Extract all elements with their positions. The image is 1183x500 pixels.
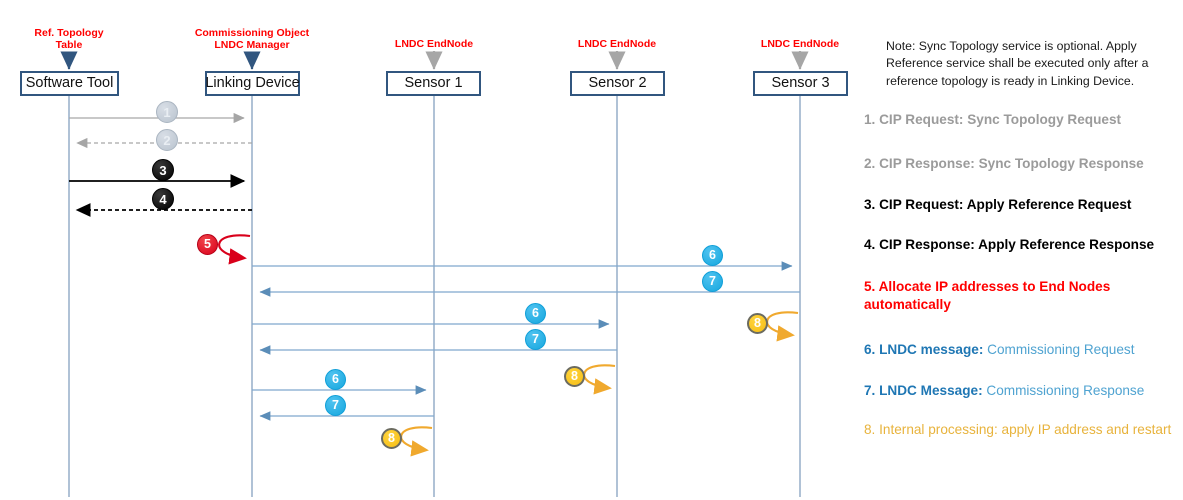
- legend-lead: 4. CIP Response: Apply Reference Respons…: [864, 237, 1155, 252]
- legend-lead: 1. CIP Request: Sync Topology Request: [864, 112, 1122, 127]
- message-badge-4-3: 4: [152, 188, 174, 210]
- message-badge-6-8: 6: [325, 369, 346, 390]
- legend-tail: Commissioning Request: [983, 342, 1135, 357]
- role-caption-sensor-3: LNDC EndNode: [760, 38, 840, 50]
- self-loop-badge-8-3: 8: [381, 428, 402, 449]
- lifeline-box-sensor-2[interactable]: Sensor 2: [570, 71, 665, 96]
- lifeline-lines: [68, 96, 801, 497]
- message-badge-2-1: 2: [156, 129, 178, 151]
- legend-item-7: 7. LNDC Message: Commissioning Response: [864, 382, 1182, 400]
- self-loop-badge-5-0: 5: [197, 234, 218, 255]
- legend-item-2: 2. CIP Response: Sync Topology Response: [864, 155, 1182, 173]
- lifeline-label: Sensor 3: [771, 75, 830, 92]
- lifeline-box-sensor-1[interactable]: Sensor 1: [386, 71, 481, 96]
- role-caption-arrows: [60, 51, 809, 70]
- role-caption-software-tool: Ref. Topology Table: [34, 27, 104, 52]
- legend-item-8: 8. Internal processing: apply IP address…: [864, 421, 1182, 439]
- legend-item-1: 1. CIP Request: Sync Topology Request: [864, 111, 1182, 129]
- message-badge-3-2: 3: [152, 159, 174, 181]
- legend-tail: Commissioning Response: [982, 383, 1145, 398]
- legend-lead: 6. LNDC message:: [864, 342, 984, 357]
- legend-lead: 2. CIP Response: Sync Topology Response: [864, 156, 1144, 171]
- message-badge-6-6: 6: [525, 303, 546, 324]
- legend-lead: 7. LNDC Message:: [864, 383, 983, 398]
- role-caption-linking-device: Commissioning Object LNDC Manager: [194, 27, 310, 52]
- legend-item-6: 6. LNDC message: Commissioning Request: [864, 341, 1182, 359]
- legend-lead: 3. CIP Request: Apply Reference Request: [864, 197, 1132, 212]
- lifeline-box-software-tool[interactable]: Software Tool: [20, 71, 119, 96]
- self-loop-badge-8-1: 8: [747, 313, 768, 334]
- role-caption-sensor-2: LNDC EndNode: [577, 38, 657, 50]
- self-loop-badge-8-2: 8: [564, 366, 585, 387]
- message-arrows: [69, 112, 800, 421]
- role-caption-sensor-1: LNDC EndNode: [394, 38, 474, 50]
- lifeline-box-sensor-3[interactable]: Sensor 3: [753, 71, 848, 96]
- lifeline-label: Linking Device: [205, 75, 300, 92]
- diagram-note: Note: Sync Topology service is optional.…: [886, 39, 1149, 88]
- message-badge-6-4: 6: [702, 245, 723, 266]
- message-badge-7-5: 7: [702, 271, 723, 292]
- self-loop-arrows: [218, 234, 799, 457]
- message-badge-7-7: 7: [525, 329, 546, 350]
- lifeline-label: Software Tool: [25, 75, 114, 92]
- lifeline-box-linking-device[interactable]: Linking Device: [205, 71, 300, 96]
- lifeline-label: Sensor 1: [404, 75, 463, 92]
- legend-item-5: 5. Allocate IP addresses to End Nodes au…: [864, 278, 1182, 314]
- legend-lead: 8. Internal processing: apply IP address…: [864, 422, 1172, 437]
- legend-item-3: 3. CIP Request: Apply Reference Request: [864, 196, 1182, 214]
- legend-lead: 5. Allocate IP addresses to End Nodes au…: [864, 279, 1111, 313]
- legend-item-4: 4. CIP Response: Apply Reference Respons…: [864, 236, 1182, 254]
- message-badge-1-0: 1: [156, 101, 178, 123]
- message-badge-7-9: 7: [325, 395, 346, 416]
- lifeline-label: Sensor 2: [588, 75, 647, 92]
